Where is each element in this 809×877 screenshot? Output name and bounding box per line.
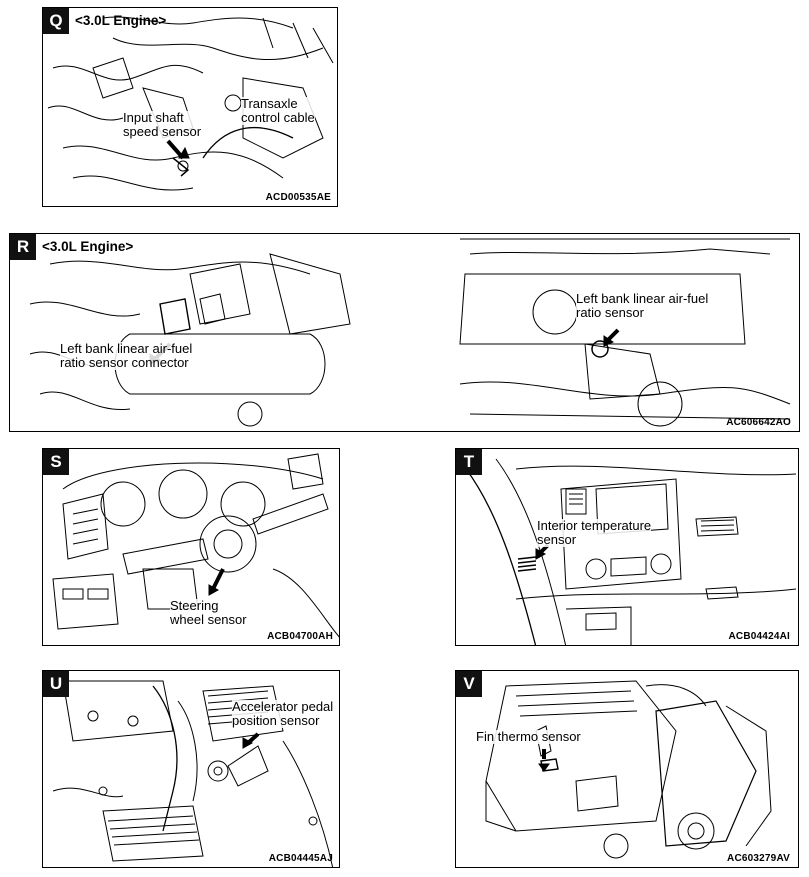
figure-code-v: AC603279AV bbox=[727, 853, 790, 864]
callout-left-bank-sensor: Left bank linear air-fuel ratio sensor bbox=[576, 291, 709, 320]
steering-illustration-s bbox=[52, 453, 339, 638]
dashboard-illustration-t bbox=[465, 458, 797, 645]
callout-left-bank-sensor-connector: Left bank linear air-fuel ratio sensor c… bbox=[60, 341, 193, 370]
callout-interior-temperature-sensor: Interior temperature sensor bbox=[537, 518, 652, 547]
panel-s: S Steering wheel sensor ACB04700AH bbox=[42, 448, 340, 646]
callout-accelerator-pedal-position-sensor: Accelerator pedal position sensor bbox=[232, 699, 334, 728]
panel-q: Q <3.0L Engine> Input shaft speed sensor… bbox=[42, 7, 338, 207]
figure-code-u: ACB04445AJ bbox=[268, 853, 333, 864]
panel-t: T Interior temperature sensor ACB04424AI bbox=[455, 448, 799, 646]
figure-code-t: ACB04424AI bbox=[728, 631, 790, 642]
callout-steering-wheel-sensor: Steering wheel sensor bbox=[170, 598, 247, 627]
figure-code-s: ACB04700AH bbox=[267, 631, 333, 642]
callout-input-shaft-speed-sensor: Input shaft speed sensor bbox=[123, 110, 202, 139]
panel-heading-r: <3.0L Engine> bbox=[42, 239, 134, 254]
panel-tag-t: T bbox=[456, 449, 482, 475]
figure-code-q: ACD00535AE bbox=[265, 192, 331, 203]
panel-heading-q: <3.0L Engine> bbox=[75, 13, 167, 28]
panel-tag-v: V bbox=[456, 671, 482, 697]
pedal-illustration-u bbox=[52, 680, 334, 867]
callout-fin-thermo-sensor: Fin thermo sensor bbox=[476, 729, 581, 744]
callout-transaxle-control-cable: Transaxle control cable bbox=[241, 96, 315, 125]
panel-v: V Fin thermo sensor AC603279AV bbox=[455, 670, 799, 868]
panel-u: U Accelerator pedal position sensor ACB0… bbox=[42, 670, 340, 868]
panel-tag-r: R bbox=[10, 234, 36, 260]
panel-r: R <3.0L Engine> Left bank linear air-fue… bbox=[9, 233, 800, 432]
panel-tag-u: U bbox=[43, 671, 69, 697]
figure-code-r: AC606642AO bbox=[726, 417, 791, 428]
panel-tag-q: Q bbox=[43, 8, 69, 34]
heater-unit-illustration-v bbox=[485, 680, 772, 859]
panel-tag-s: S bbox=[43, 449, 69, 475]
engine-illustration-r bbox=[29, 238, 791, 427]
